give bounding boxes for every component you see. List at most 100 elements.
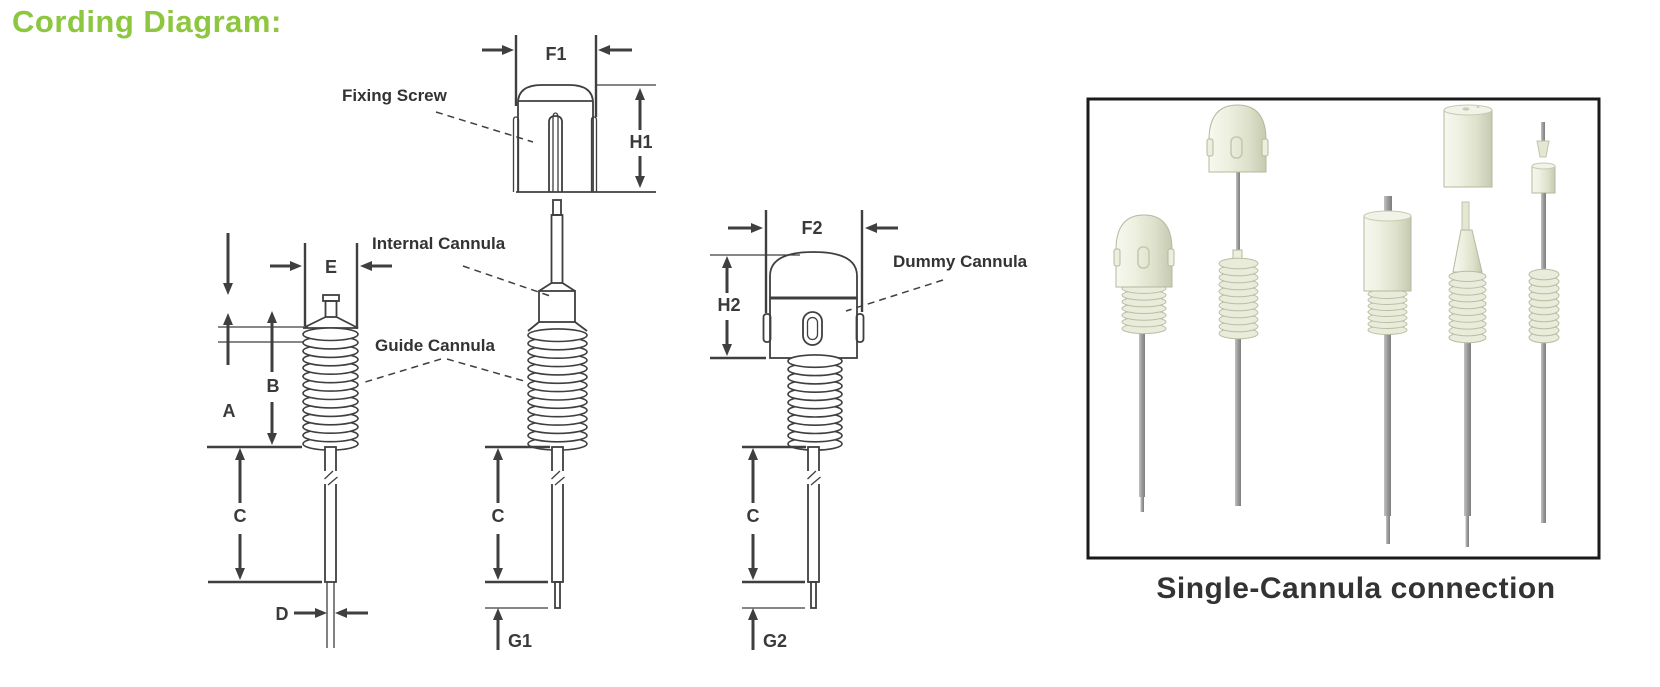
leader-guide-cannula-left	[361, 358, 442, 384]
render-threads-2	[1218, 257, 1259, 340]
dim-label-f2: F2	[801, 218, 822, 238]
dummy-cap-body	[769, 297, 858, 359]
pedestal	[324, 300, 338, 318]
fig-dummy-cannula-assembly	[762, 251, 865, 609]
panel-caption: Single-Cannula connection	[1156, 572, 1555, 605]
dim-c-right: C	[742, 445, 806, 609]
pedestal-cone	[302, 316, 359, 329]
guide-threads-middle	[527, 328, 588, 451]
render-slot-1	[1137, 246, 1150, 269]
internal-cannula-tube	[550, 214, 564, 284]
dim-label-g2: G2	[763, 631, 787, 651]
render-dome-cap-1	[1115, 214, 1173, 288]
render-cylinder-top-3	[1363, 210, 1412, 222]
render-cylinder-3	[1363, 215, 1412, 292]
dim-e: E	[270, 243, 392, 329]
render-dome-cap-2	[1208, 104, 1267, 173]
dummy-cap-tab-right	[855, 313, 865, 343]
leader-guide-cannula-right	[446, 358, 525, 382]
render-floating-cylinder-4	[1443, 109, 1493, 188]
render-exploded-parts	[1528, 122, 1560, 523]
hub-cone	[538, 282, 576, 292]
render-cap-removed-internal-cannula	[1206, 104, 1269, 506]
dim-label-c-left: C	[234, 506, 247, 526]
guide-shaft-left	[324, 446, 337, 583]
leader-dummy-cannula	[845, 279, 944, 312]
dummy-cap-tab-left	[762, 313, 772, 343]
guide-shaft-right	[807, 446, 820, 583]
dim-f1: F1	[482, 35, 632, 117]
render-shaft-4	[1464, 338, 1471, 516]
render-tab-2r	[1261, 138, 1269, 157]
cap-skirt-left	[512, 116, 520, 192]
render-tab-1l	[1113, 248, 1121, 267]
render-tube-4	[1461, 201, 1470, 233]
dim-g2: G2	[748, 608, 787, 651]
leader-fixing-screw	[435, 111, 534, 143]
dim-b: B	[267, 311, 280, 445]
dim-g1: G1	[493, 608, 532, 651]
internal-cannula-protrusion	[554, 581, 561, 609]
render-slot-2	[1230, 136, 1243, 159]
cap-outline	[517, 84, 594, 192]
dim-label-d: D	[276, 604, 289, 624]
render-needle-5	[1541, 122, 1545, 143]
label-guide-cannula: Guide Cannula	[375, 336, 496, 355]
page-title: Cording Diagram:	[12, 4, 282, 39]
render-collar-5	[1536, 140, 1550, 158]
dim-label-h2: H2	[717, 295, 740, 315]
dummy-cap-slot-inner	[806, 316, 819, 341]
fig-dust-cap	[512, 84, 656, 193]
dim-a: A	[218, 233, 308, 421]
shaft-break-middle	[551, 470, 565, 486]
render-shaft-3	[1384, 330, 1391, 516]
render-threads-3	[1367, 289, 1408, 335]
render-tab-1r	[1167, 248, 1175, 267]
render-shaft-2	[1235, 335, 1241, 506]
dummy-cap-slot-outer	[802, 311, 823, 346]
leader-internal-cannula	[462, 265, 554, 298]
render-shaft-5	[1541, 338, 1546, 523]
dim-label-f1: F1	[545, 44, 566, 64]
render-top-tube-3	[1384, 196, 1392, 219]
internal-cannula-tip-top	[552, 199, 562, 216]
render-cylinder-dot-4	[1476, 106, 1480, 108]
dim-h2: H2	[710, 254, 800, 360]
render-threads-1	[1121, 282, 1167, 335]
render-cylinder-cap-removed	[1443, 104, 1493, 547]
render-panel-border	[1086, 97, 1601, 560]
dim-label-c-right: C	[747, 506, 760, 526]
dim-d: D	[276, 604, 368, 624]
guide-threads-left	[302, 327, 359, 451]
dim-c-middle: C	[485, 445, 550, 609]
dim-label-e: E	[325, 257, 337, 277]
dim-c-left: C	[207, 445, 322, 584]
label-internal-cannula: Internal Cannula	[372, 234, 506, 253]
render-upper-shaft-2	[1236, 172, 1240, 252]
render-hub-5	[1531, 165, 1556, 194]
render-shaft-tip-1	[1140, 497, 1144, 512]
render-shaft-1	[1139, 330, 1145, 497]
internal-cannula-hub	[538, 290, 576, 323]
render-mid-shaft-5	[1541, 193, 1546, 273]
dim-label-c-middle: C	[492, 506, 505, 526]
render-tab-2l	[1206, 138, 1214, 157]
render-cylinder-hole-4	[1462, 107, 1470, 111]
render-cylinder-cap-assembled	[1363, 196, 1412, 544]
render-threads-5	[1528, 268, 1560, 344]
fixing-screw-shaft	[552, 112, 559, 192]
render-shaft-tip-3	[1386, 516, 1390, 544]
render-hub-4	[1452, 229, 1483, 273]
shaft-break-left	[324, 470, 338, 486]
shaft-break-right	[807, 470, 821, 486]
dim-label-h1: H1	[629, 132, 652, 152]
dim-label-a: A	[223, 401, 236, 421]
label-fixing-screw: Fixing Screw	[342, 86, 448, 105]
fig-guide-cannula	[302, 294, 359, 648]
fig-internal-cannula-assembly	[527, 199, 588, 609]
dim-label-g1: G1	[508, 631, 532, 651]
guide-shaft-middle	[551, 446, 564, 583]
cap-skirt-right	[590, 116, 598, 192]
